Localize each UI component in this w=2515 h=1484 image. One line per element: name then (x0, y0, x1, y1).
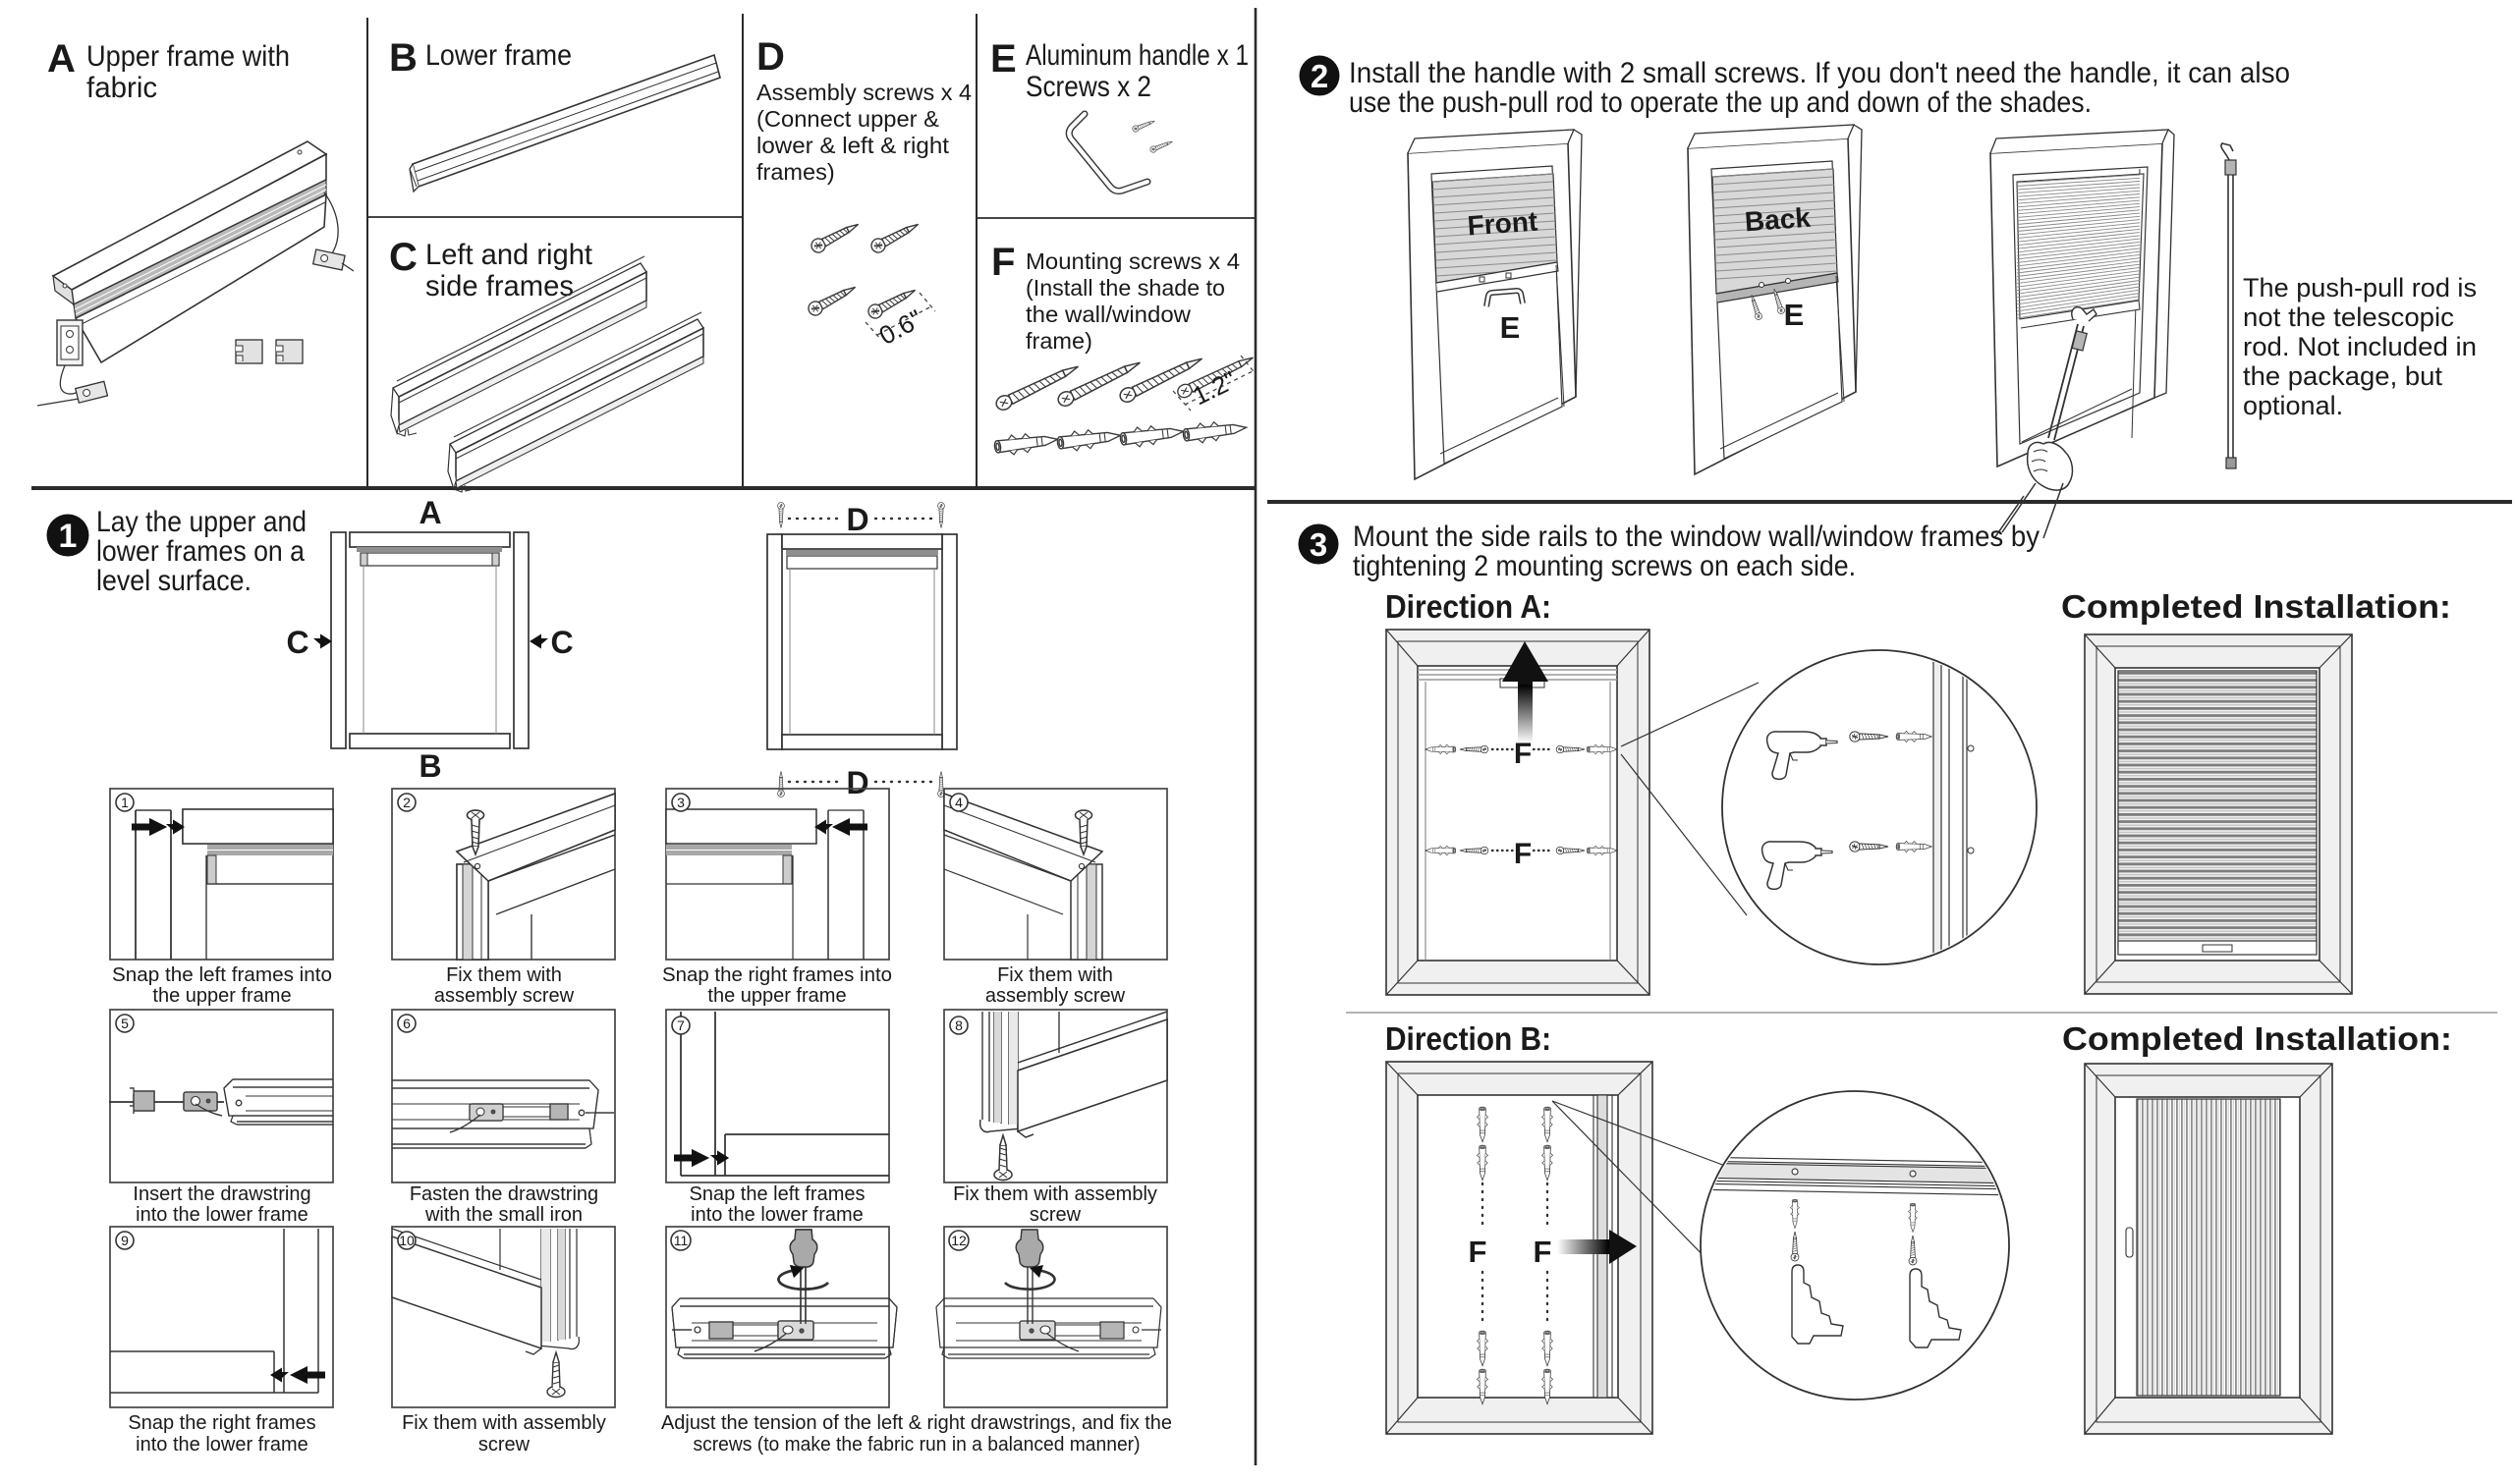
svg-text:A: A (47, 37, 76, 81)
svg-text:Insert the drawstring: Insert the drawstring (133, 1183, 310, 1205)
svg-text:1: 1 (121, 795, 129, 810)
svg-text:7: 7 (677, 1017, 685, 1033)
svg-text:Lay the upper and: Lay the upper and (96, 506, 307, 538)
svg-text:the upper frame: the upper frame (707, 985, 846, 1007)
svg-text:Lower frame: Lower frame (425, 39, 572, 72)
svg-text:assembly screw: assembly screw (985, 985, 1126, 1007)
svg-text:fabric: fabric (86, 72, 157, 104)
svg-text:Left and right: Left and right (425, 239, 592, 271)
svg-text:Snap the right frames: Snap the right frames (128, 1412, 315, 1434)
svg-text:3: 3 (1310, 526, 1327, 563)
svg-text:Screws x 2: Screws x 2 (1026, 71, 1151, 103)
svg-text:Direction B:: Direction B: (1385, 1020, 1551, 1057)
svg-text:11: 11 (674, 1233, 689, 1248)
svg-text:screws (to make the fabric run: screws (to make the fabric run in a bala… (694, 1434, 1141, 1456)
svg-text:use the push-pull rod to opera: use the push-pull rod to operate the up … (1349, 86, 2092, 119)
svg-text:5: 5 (121, 1016, 129, 1031)
svg-text:The push-pull rod is: The push-pull rod is (2243, 273, 2477, 302)
svg-text:Fix them with assembly: Fix them with assembly (953, 1183, 1157, 1205)
svg-text:assembly screw: assembly screw (434, 985, 575, 1007)
svg-text:the wall/window: the wall/window (1026, 302, 1192, 327)
svg-text:Fix them with assembly: Fix them with assembly (402, 1412, 606, 1434)
svg-text:E: E (990, 37, 1017, 81)
svg-text:with the small iron: with the small iron (424, 1204, 583, 1226)
svg-text:D: D (846, 765, 868, 800)
svg-text:8: 8 (955, 1017, 963, 1033)
svg-text:Snap the left frames: Snap the left frames (690, 1183, 866, 1205)
svg-text:(Install the shade to: (Install the shade to (1026, 275, 1225, 301)
svg-text:screw: screw (1030, 1204, 1082, 1226)
svg-text:(Connect upper &: (Connect upper & (756, 106, 939, 132)
svg-text:screw: screw (478, 1434, 531, 1456)
svg-text:Mounting screws x 4: Mounting screws x 4 (1026, 248, 1240, 274)
svg-text:6: 6 (403, 1016, 411, 1031)
svg-text:level surface.: level surface. (96, 565, 252, 597)
svg-text:F: F (1514, 838, 1532, 870)
svg-text:side frames: side frames (425, 270, 574, 302)
svg-text:1: 1 (59, 518, 78, 555)
svg-text:not the telescopic: not the telescopic (2243, 302, 2454, 332)
svg-text:F: F (1469, 1235, 1487, 1269)
svg-text:2: 2 (403, 795, 411, 810)
svg-text:12: 12 (951, 1233, 967, 1248)
svg-text:2: 2 (1311, 58, 1328, 94)
svg-text:tightening 2 mounting screws o: tightening 2 mounting screws on each sid… (1353, 550, 1856, 582)
svg-text:B: B (419, 748, 441, 784)
svg-text:Assembly screws x 4: Assembly screws x 4 (756, 80, 972, 105)
svg-text:Adjust the tension of the left: Adjust the tension of the left & right d… (661, 1412, 1172, 1434)
svg-text:Completed Installation:: Completed Installation: (2061, 588, 2451, 625)
svg-text:Completed Installation:: Completed Installation: (2062, 1020, 2452, 1057)
svg-text:into the lower frame: into the lower frame (136, 1434, 308, 1456)
svg-text:E: E (1500, 310, 1521, 345)
svg-text:rod. Not included in: rod. Not included in (2243, 332, 2477, 361)
svg-text:3: 3 (677, 795, 685, 810)
svg-text:Install the handle with 2 smal: Install the handle with 2 small screws. … (1349, 57, 2290, 89)
svg-text:Snap the left frames into: Snap the left frames into (112, 964, 332, 986)
svg-text:the upper frame: the upper frame (152, 985, 291, 1007)
svg-text:Fix them with: Fix them with (446, 964, 562, 986)
svg-text:4: 4 (955, 795, 963, 810)
svg-text:Fasten the drawstring: Fasten the drawstring (410, 1183, 598, 1205)
svg-text:optional.: optional. (2243, 391, 2343, 420)
svg-text:Mount the side rails to the wi: Mount the side rails to the window wall/… (1353, 521, 2040, 553)
svg-text:Snap the right frames into: Snap the right frames into (662, 964, 892, 986)
svg-text:lower frames on a: lower frames on a (96, 535, 306, 568)
svg-text:Aluminum handle x 1: Aluminum handle x 1 (1026, 39, 1249, 72)
svg-text:the package, but: the package, but (2243, 361, 2443, 391)
svg-text:10: 10 (399, 1233, 415, 1248)
svg-text:lower & left & right: lower & left & right (756, 133, 949, 158)
svg-text:C: C (550, 625, 573, 660)
svg-text:E: E (1784, 298, 1805, 332)
svg-text:F: F (991, 241, 1015, 284)
svg-text:Upper frame with: Upper frame with (86, 40, 290, 73)
svg-text:C: C (389, 236, 418, 279)
svg-text:Fix them with: Fix them with (997, 964, 1113, 986)
svg-text:F: F (1534, 1235, 1552, 1269)
svg-text:B: B (389, 36, 418, 80)
svg-text:Back: Back (1744, 202, 1812, 238)
svg-text:frame): frame) (1026, 328, 1092, 354)
svg-text:into the lower frame: into the lower frame (136, 1204, 308, 1226)
svg-text:D: D (756, 35, 785, 79)
svg-text:F: F (1514, 738, 1532, 770)
svg-text:into the lower frame: into the lower frame (691, 1204, 864, 1226)
svg-text:frames): frames) (756, 159, 835, 185)
svg-text:Front: Front (1467, 206, 1539, 242)
svg-text:A: A (419, 495, 441, 530)
svg-text:D: D (846, 502, 868, 537)
svg-text:Direction A:: Direction A: (1385, 588, 1551, 625)
svg-text:9: 9 (121, 1233, 129, 1248)
svg-text:C: C (286, 625, 308, 660)
